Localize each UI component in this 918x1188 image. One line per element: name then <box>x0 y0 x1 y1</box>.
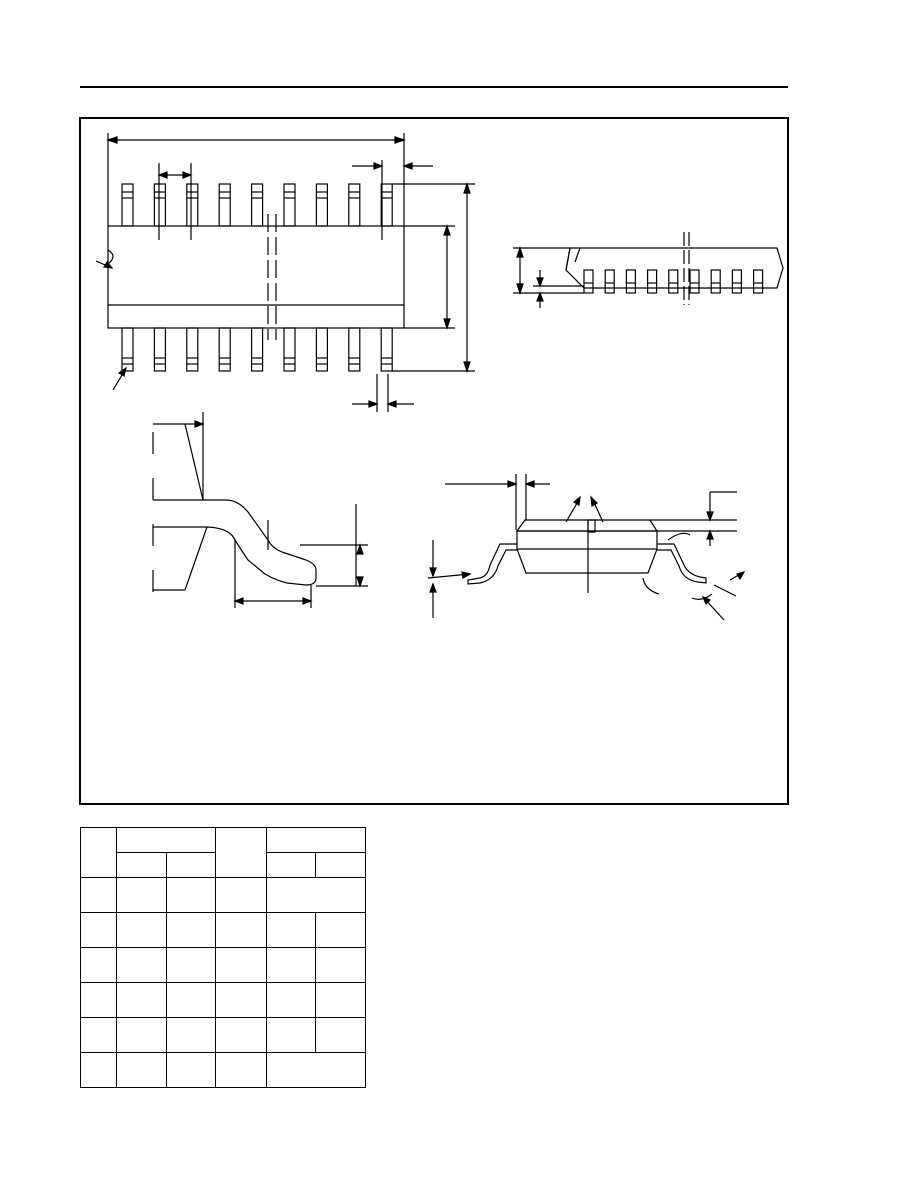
lead <box>315 183 328 227</box>
top-view <box>95 133 475 412</box>
table-cell <box>266 877 366 913</box>
table-cell <box>166 877 216 913</box>
table-cell <box>315 852 366 878</box>
lead <box>710 269 721 294</box>
table-cell <box>166 1052 216 1088</box>
table-cell <box>80 877 117 913</box>
table-cell <box>116 947 167 983</box>
drawing-frame <box>79 117 789 805</box>
table-cell <box>315 947 366 983</box>
lead <box>348 327 361 372</box>
table-cell <box>166 982 216 1018</box>
lead <box>689 269 700 294</box>
table-cell <box>116 982 167 1018</box>
lead <box>731 269 743 294</box>
table-cell <box>80 982 117 1018</box>
lead <box>218 183 231 227</box>
lead <box>646 269 658 294</box>
table-cell <box>116 877 167 913</box>
table-cell <box>215 912 267 948</box>
table-cell <box>80 912 117 948</box>
lead <box>625 269 637 294</box>
lead <box>186 183 199 227</box>
lead-detail <box>152 412 368 608</box>
table-cell <box>215 1052 267 1088</box>
table-cell <box>116 852 167 878</box>
table-cell <box>315 912 366 948</box>
table-cell <box>166 912 216 948</box>
table-cell <box>116 1017 167 1053</box>
table-cell <box>315 982 366 1018</box>
table-cell <box>215 947 267 983</box>
table-cell <box>166 852 216 878</box>
table-cell <box>80 1052 117 1088</box>
header-rule <box>80 86 788 88</box>
table-cell <box>80 1017 117 1053</box>
lead <box>752 269 764 294</box>
table-cell <box>215 877 267 913</box>
table-cell <box>80 947 117 983</box>
table-cell <box>266 912 316 948</box>
table-cell <box>266 1017 316 1053</box>
side-view <box>513 232 784 308</box>
table-cell <box>266 852 316 878</box>
lead <box>604 269 615 294</box>
table-cell <box>266 947 316 983</box>
lead <box>218 327 231 372</box>
lead <box>380 183 393 227</box>
lead <box>121 183 134 227</box>
table-cell <box>116 827 216 853</box>
table-cell <box>116 912 167 948</box>
lead <box>583 269 594 294</box>
lead <box>348 183 361 227</box>
lead <box>283 327 296 372</box>
table-cell <box>166 1017 216 1053</box>
table-cell <box>266 1052 366 1088</box>
lead <box>121 327 134 372</box>
table-cell <box>266 982 316 1018</box>
table-cell <box>80 827 117 878</box>
dimension-table <box>80 827 366 1088</box>
table-cell <box>116 1052 167 1088</box>
table-cell <box>166 947 216 983</box>
lead <box>251 183 264 227</box>
lead <box>153 183 166 227</box>
table-cell <box>266 827 366 853</box>
lead <box>380 327 393 372</box>
table-cell <box>215 827 267 878</box>
table-cell <box>315 1017 366 1053</box>
lead <box>251 327 264 372</box>
table-cell <box>215 982 267 1018</box>
lead <box>668 269 679 294</box>
lead <box>153 327 166 372</box>
table-cell <box>215 1017 267 1053</box>
lead <box>186 327 199 372</box>
lead <box>315 327 328 372</box>
end-view-detail <box>427 474 746 621</box>
lead <box>283 183 296 227</box>
